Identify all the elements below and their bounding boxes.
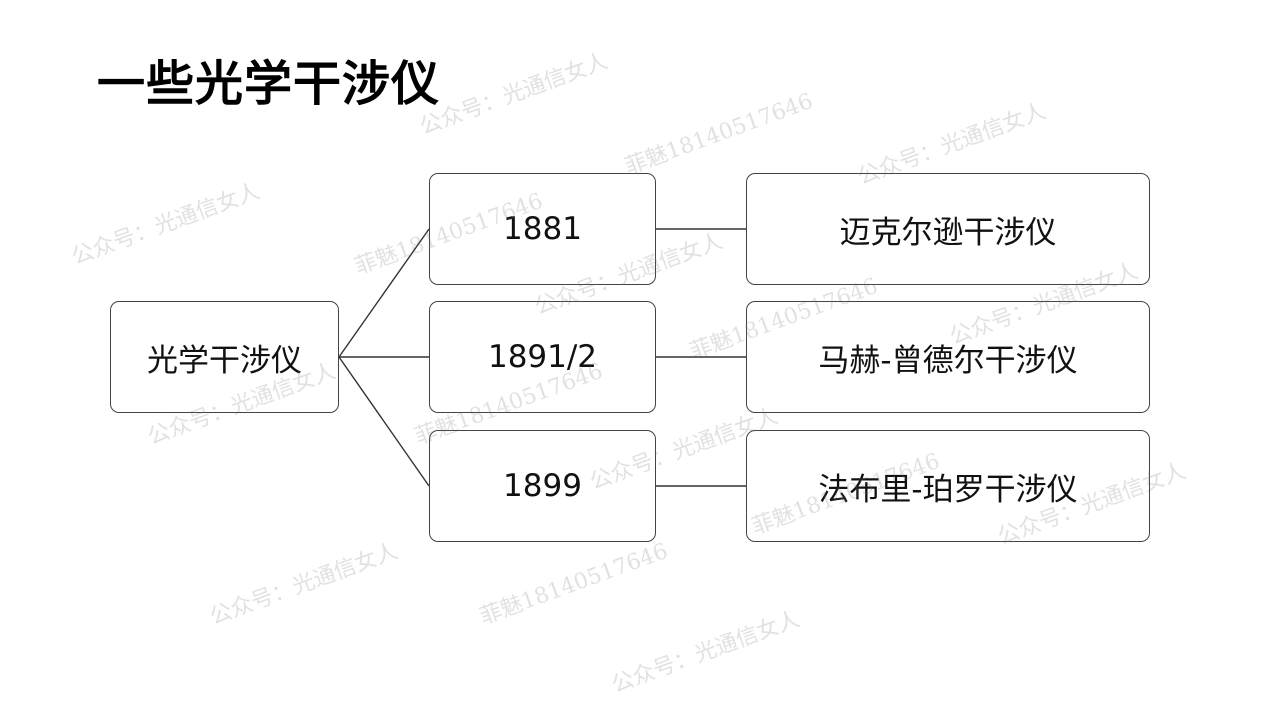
instrument-node-michelson: 迈克尔逊干涉仪	[746, 173, 1150, 285]
year-node-1881: 1881	[429, 173, 656, 285]
year-node-1899: 1899	[429, 430, 656, 542]
branch-line-1881	[338, 228, 430, 358]
branch-line-1899	[338, 356, 430, 487]
root-node: 光学干涉仪	[110, 301, 339, 413]
page-title: 一些光学干涉仪	[97, 56, 441, 112]
year-node-1891: 1891/2	[429, 301, 656, 413]
instrument-node-fabry-perot: 法布里-珀罗干涉仪	[746, 430, 1150, 542]
instrument-node-mach-zehnder: 马赫-曾德尔干涉仪	[746, 301, 1150, 413]
